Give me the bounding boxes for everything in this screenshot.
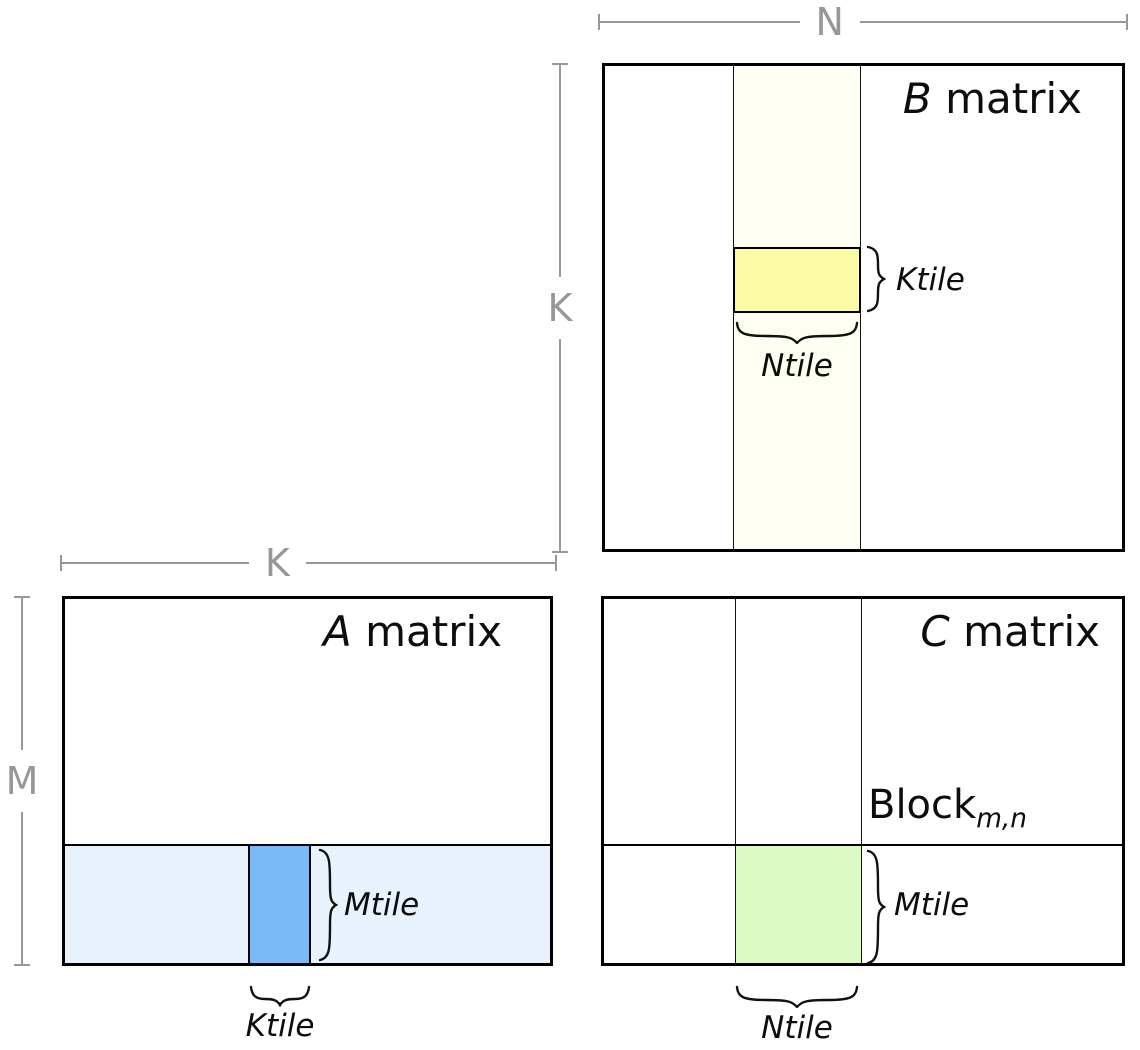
ktile-label-a: Ktile <box>245 1008 315 1044</box>
mtile-label-a: Mtile <box>344 887 420 923</box>
c-mtile-ntile-block <box>735 844 862 963</box>
a-matrix-letter: A <box>323 607 352 656</box>
dimension-label-k-horizontal: K <box>264 541 290 585</box>
b-matrix-letter: B <box>902 74 932 123</box>
dimension-line-k-horizontal: K <box>60 544 557 582</box>
dimension-line-n: N <box>598 3 1128 41</box>
dimension-tick-left <box>598 14 600 30</box>
dimension-tick-right <box>1126 14 1128 30</box>
b-matrix-label: B matrix <box>902 74 1082 123</box>
block-subscript: m,n <box>976 803 1028 834</box>
ktile-underbrace-a <box>249 985 311 1008</box>
ntile-label-c: Ntile <box>761 1010 833 1046</box>
a-matrix: A matrix <box>62 596 553 966</box>
dimension-line-m: M <box>5 596 39 966</box>
a-matrix-label: A matrix <box>323 607 502 656</box>
mtile-brace-c <box>866 849 886 965</box>
c-column-divider-right <box>861 599 862 963</box>
ntile-underbrace-c <box>735 985 859 1008</box>
ktile-brace-b <box>866 245 886 313</box>
ntile-label-b: Ntile <box>761 348 833 384</box>
c-matrix: C matrix Blockm,n <box>601 596 1125 966</box>
dimension-tick-left <box>60 555 62 571</box>
dimension-label-m: M <box>5 759 39 803</box>
dimension-label-n: N <box>815 0 844 44</box>
b-ktile-ntile-block <box>733 247 861 313</box>
c-matrix-letter: C <box>920 607 950 656</box>
a-mtile-ktile-block <box>248 844 311 963</box>
mtile-label-c: Mtile <box>894 887 970 923</box>
block-mn-label: Blockm,n <box>868 782 1028 834</box>
dimension-label-k-vertical: K <box>547 286 573 330</box>
ntile-underbrace-b <box>735 321 859 344</box>
mtile-brace-a <box>318 848 338 962</box>
ktile-label-b: Ktile <box>896 262 965 298</box>
dimension-tick-bottom <box>552 551 568 553</box>
dimension-tick-top <box>552 63 568 65</box>
dimension-tick-right <box>555 555 557 571</box>
c-column-divider-left <box>735 599 736 963</box>
c-row-divider <box>604 844 1122 846</box>
dimension-tick-bottom <box>14 964 30 966</box>
b-matrix: B matrix <box>602 63 1125 552</box>
c-matrix-label: C matrix <box>920 607 1100 656</box>
dimension-tick-top <box>14 596 30 598</box>
dimension-line-k-vertical: K <box>546 63 574 553</box>
